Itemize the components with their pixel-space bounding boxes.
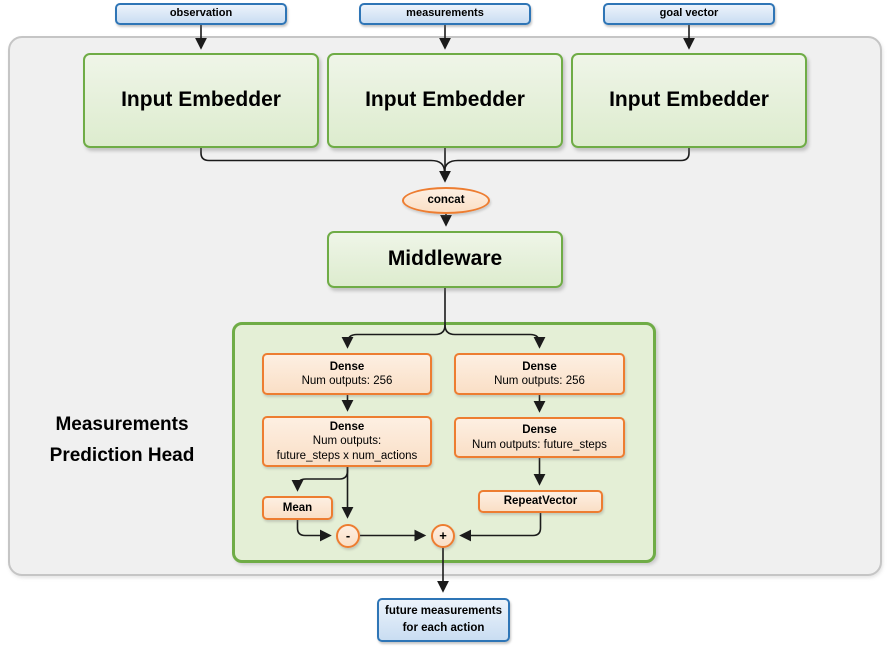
input-embedder-3: Input Embedder [571,53,807,148]
input-embedder-1-label: Input Embedder [121,88,281,112]
prediction-head-label-line1: Measurements [55,414,189,435]
dense-left-1-title: Dense [329,360,365,373]
dense-left-2-subtitle2: future_steps x num_actions [276,449,418,462]
mean-node: Mean [262,496,333,520]
input-embedder-2: Input Embedder [327,53,563,148]
minus-op-label: - [345,528,351,543]
input-node-observation-label: observation [169,7,233,20]
dense-right-1-subtitle: Num outputs: 256 [494,375,585,387]
mean-label: Mean [282,501,313,514]
dense-left-1: Dense Num outputs: 256 [262,353,432,395]
input-embedder-1: Input Embedder [83,53,319,148]
dense-right-2-subtitle: Num outputs: future_steps [472,438,607,451]
dense-right-2-title: Dense [522,424,557,437]
input-node-observation: observation [115,3,287,25]
concat-label: concat [427,194,465,207]
minus-op: - [336,523,360,548]
output-node-line1: future measurements [385,605,502,618]
input-embedder-2-label: Input Embedder [365,88,525,112]
dense-left-2-subtitle: Num outputs: [312,435,382,448]
input-node-goal-vector: goal vector [603,3,775,25]
plus-op-label: + [439,528,447,543]
dense-right-2: Dense Num outputs: future_steps [454,417,625,458]
dense-left-2: Dense Num outputs: future_steps x num_ac… [262,416,432,467]
concat-node: concat [402,187,490,214]
output-node-line2: for each action [402,622,485,634]
middleware-label: Middleware [387,247,503,271]
output-node: future measurements for each action [377,598,510,642]
plus-op: + [431,523,455,548]
prediction-head-label: Measurements Prediction Head [20,409,224,471]
input-node-measurements-label: measurements [406,7,484,20]
repeat-vector-label: RepeatVector [503,495,578,508]
middleware-node: Middleware [327,231,563,288]
dense-left-2-title: Dense [329,420,365,433]
input-node-goal-vector-label: goal vector [659,7,719,20]
input-node-measurements: measurements [359,3,531,25]
prediction-head-label-line2: Prediction Head [49,445,195,466]
dense-left-1-subtitle: Num outputs: 256 [301,375,393,387]
repeat-vector-node: RepeatVector [478,490,603,513]
dense-right-1-title: Dense [522,360,557,373]
input-embedder-3-label: Input Embedder [609,88,769,112]
dense-right-1: Dense Num outputs: 256 [454,353,625,395]
